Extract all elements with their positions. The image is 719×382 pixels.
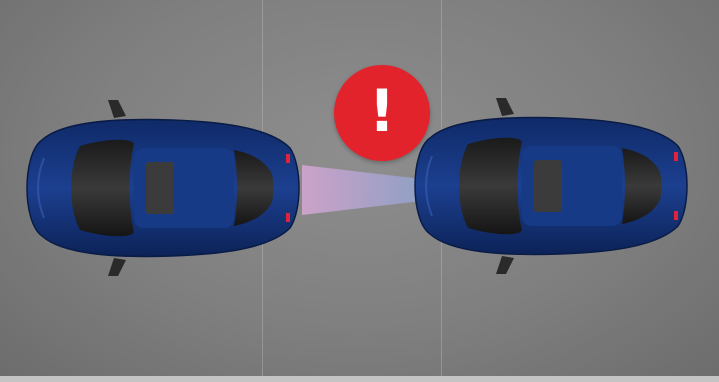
- exclamation-alert-icon: !: [334, 65, 430, 161]
- alert-symbol: !: [369, 82, 395, 140]
- leading-car-icon: [415, 98, 687, 274]
- following-car-icon: [27, 100, 299, 276]
